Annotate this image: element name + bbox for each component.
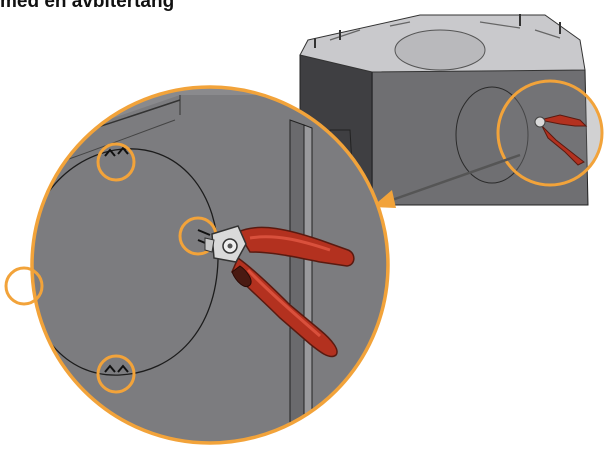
highlight-ring-icon [96, 142, 136, 182]
stove-body [299, 14, 589, 206]
instruction-caption: med en avbitertang [0, 0, 175, 12]
small-pliers-icon [534, 114, 588, 166]
zoomed-detail [4, 85, 390, 445]
highlight-ring-icon [4, 266, 44, 306]
highlight-ring-icon [96, 354, 136, 394]
small-highlight-ring [496, 79, 604, 187]
pliers-icon [204, 225, 355, 358]
